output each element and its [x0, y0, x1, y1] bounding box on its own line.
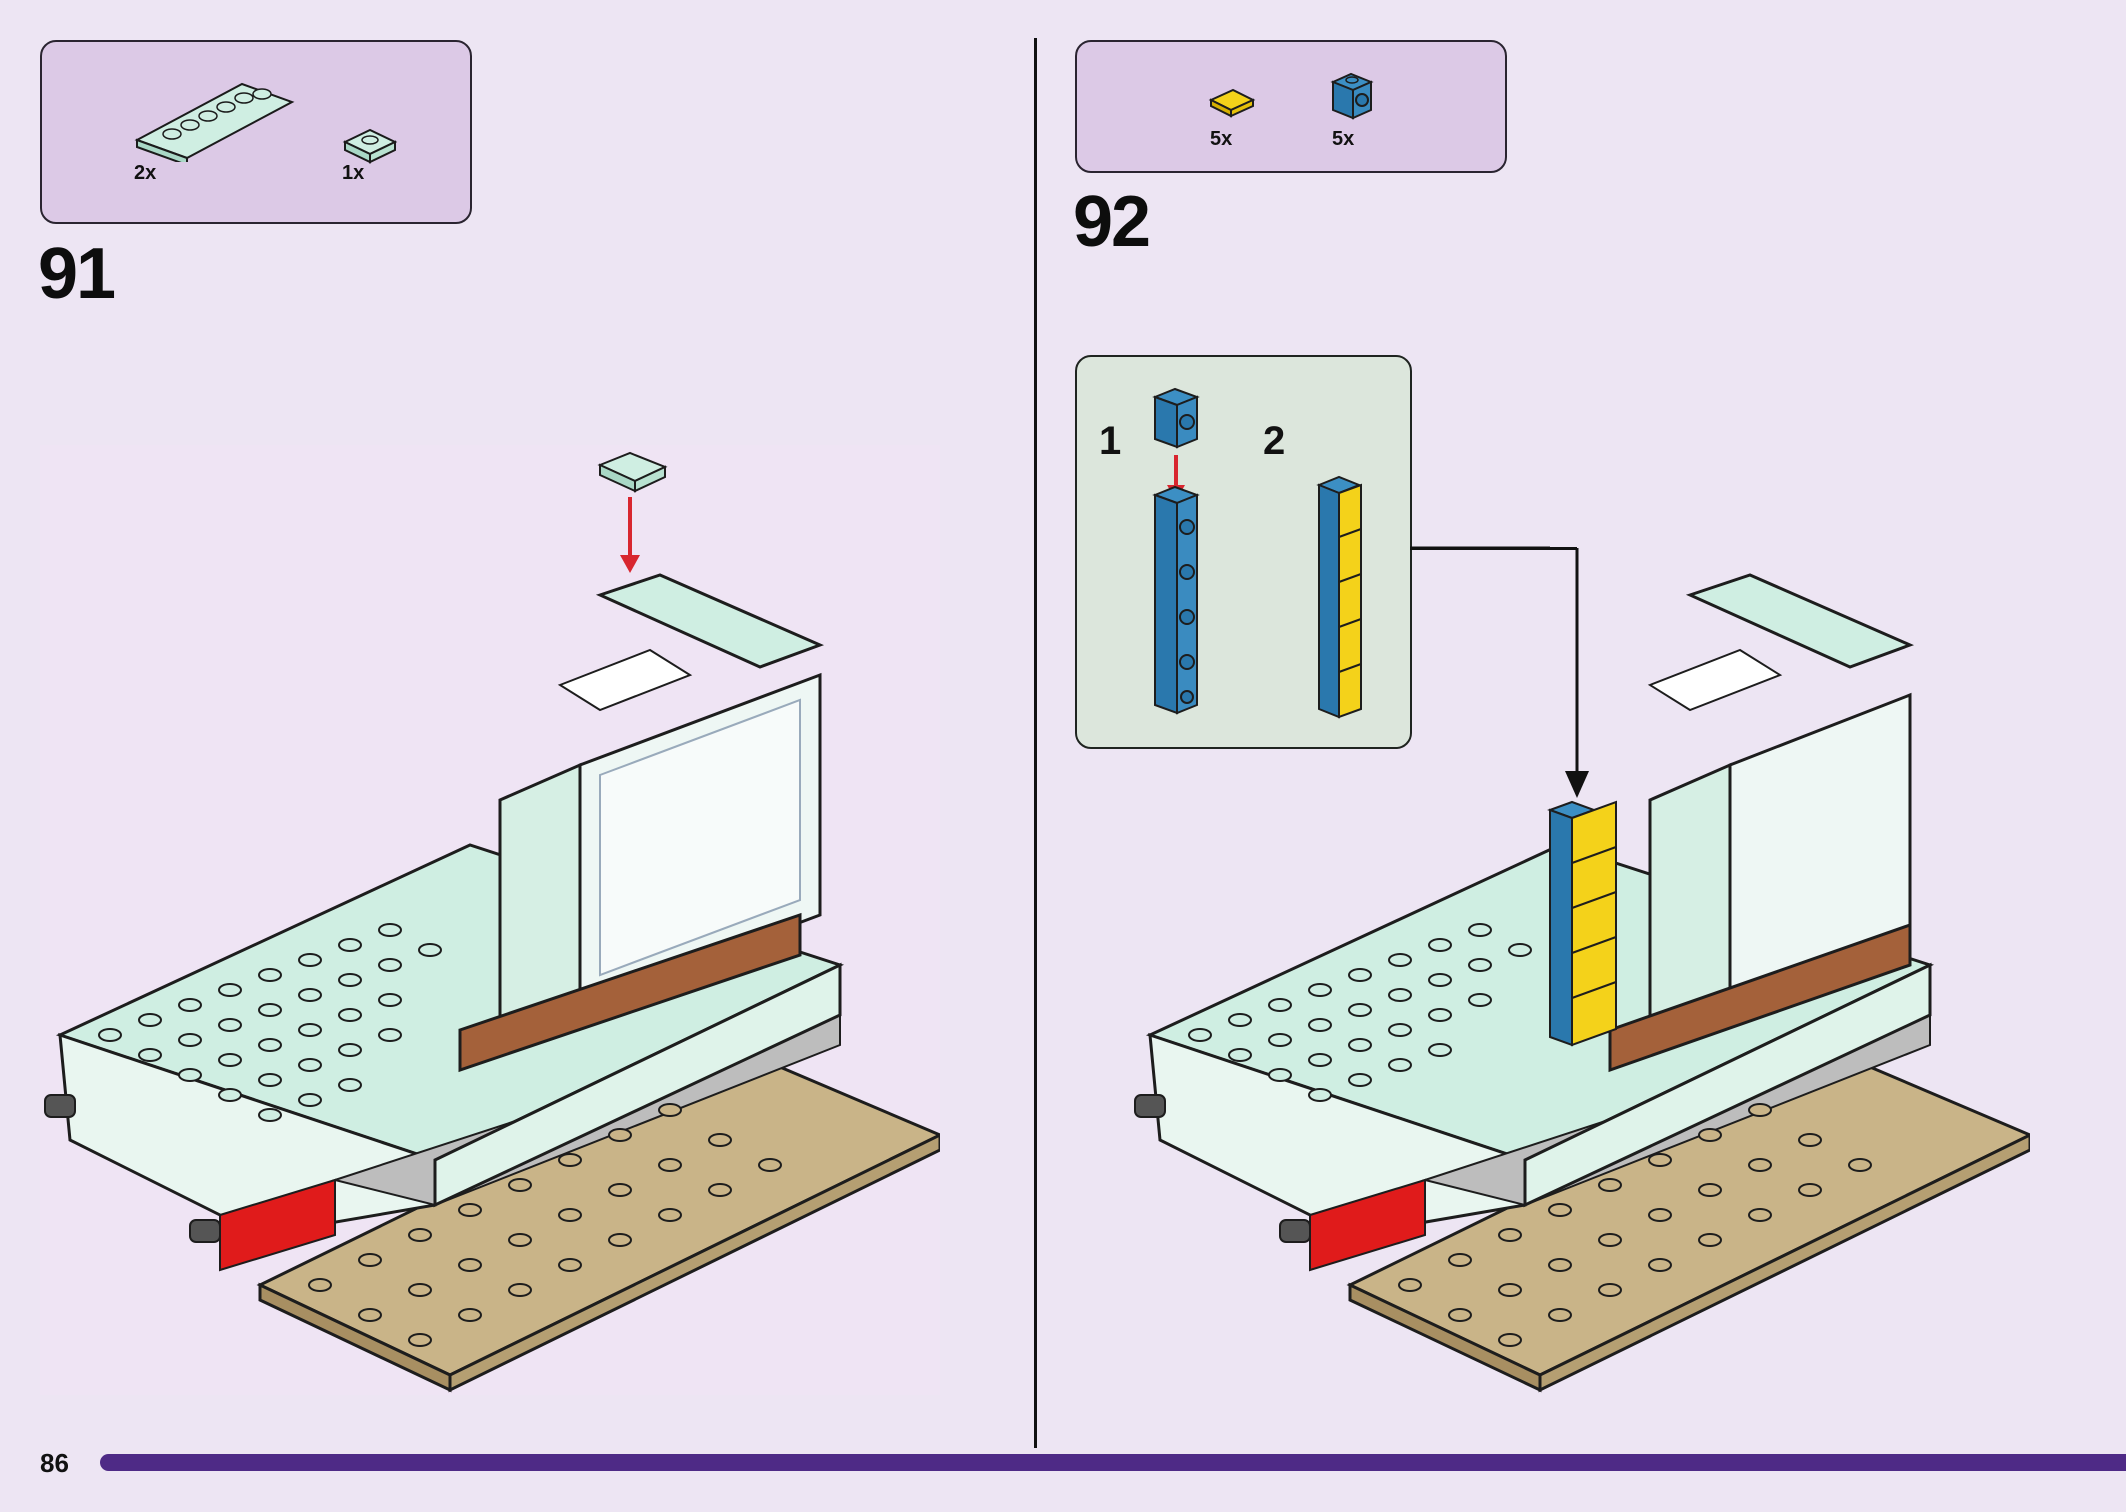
build-illustration-step-92 [1134, 573, 2030, 1393]
callout-arrow-down [1565, 548, 1589, 798]
callout-line-horizontal [1410, 547, 1577, 550]
part-qty-blue-brick: 5x [1332, 128, 1355, 150]
part-yellow-tile-icon [1208, 88, 1256, 118]
part-qty-1x6-plate: 2x [134, 162, 157, 184]
step-divider [1034, 38, 1037, 1448]
parts-list-box-step-91: 2x 1x [40, 40, 472, 224]
part-blue-brick-icon [1330, 72, 1374, 120]
sub-step-1-label: 1 [1099, 419, 1122, 463]
build-illustration-step-91 [40, 445, 940, 1395]
page-progress-bar [100, 1454, 2126, 1471]
step-number-92: 92 [1073, 182, 1151, 262]
part-plate-2x2-icon [342, 128, 398, 164]
part-plate-1x6-icon [134, 82, 295, 162]
page-number: 86 [40, 1448, 69, 1478]
step-number-91: 91 [38, 234, 116, 314]
sub-assembly-illustration [1152, 387, 1362, 719]
sub-assembly-box: 1 2 [1075, 355, 1412, 749]
part-qty-yellow-tile: 5x [1210, 128, 1233, 150]
sub-step-2-label: 2 [1263, 419, 1286, 463]
parts-list-box-step-92: 5x 5x [1075, 40, 1507, 173]
part-qty-2x2-plate: 1x [342, 162, 365, 184]
